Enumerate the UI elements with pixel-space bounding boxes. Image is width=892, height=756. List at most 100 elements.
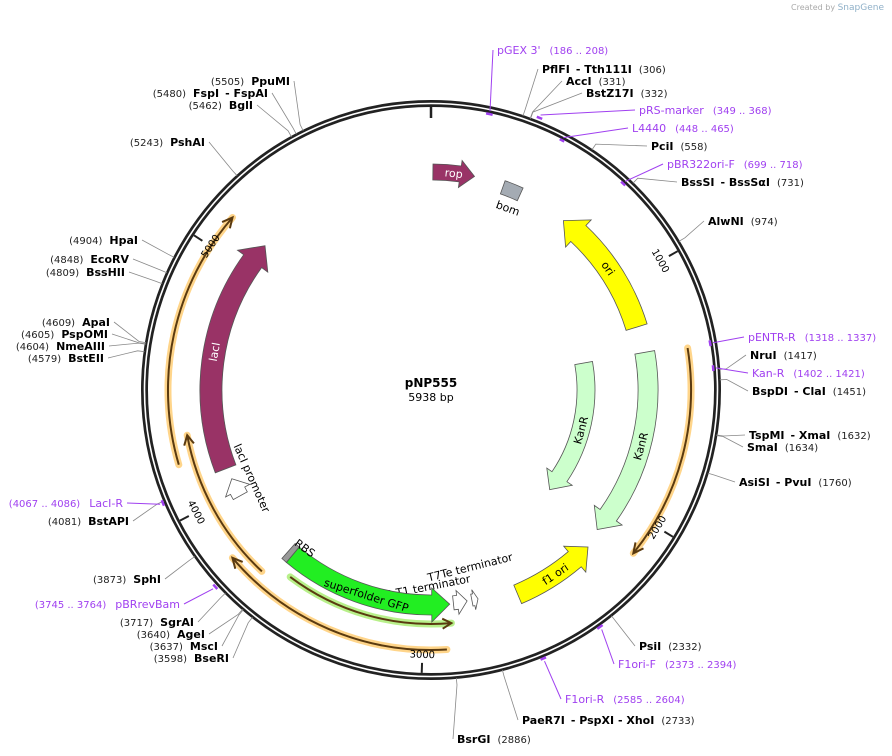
primer-leader-line (716, 367, 749, 374)
enzyme-leader-line (128, 271, 163, 285)
enzyme-site[interactable]: AccI(331) (566, 75, 626, 88)
feature-t7te-terminator[interactable] (470, 589, 479, 610)
enzyme-name: - PvuI (776, 476, 812, 489)
primer-leader-line (489, 49, 494, 112)
backbone-strand-gap (143, 102, 719, 678)
feature-laci-promoter[interactable] (224, 478, 251, 501)
enzyme-site[interactable]: (4605)PspOMI (21, 328, 108, 341)
enzyme-site[interactable]: NruI(1417) (750, 349, 817, 362)
feature-f1-ori[interactable] (513, 545, 589, 605)
enzyme-site[interactable]: (5480)FspI- FspAI (153, 87, 268, 100)
enzyme-leader-line (164, 556, 196, 580)
enzyme-name: BstAPI (88, 515, 129, 528)
enzyme-site[interactable]: (4081)BstAPI (48, 515, 129, 528)
enzyme-site[interactable]: (4579)BstEII (28, 352, 104, 365)
enzyme-leader-line (452, 677, 458, 740)
enzyme-position: (1634) (785, 443, 818, 454)
primer-range: (186 .. 208) (550, 46, 609, 57)
primer-site[interactable]: Kan-R(1402 .. 1421) (752, 367, 865, 380)
tick-mark (179, 515, 190, 522)
primer-mark[interactable] (540, 656, 547, 661)
plasmid-name: pNP555 (405, 376, 457, 390)
enzyme-site[interactable]: BsrGI(2886) (457, 733, 531, 746)
orf-layer (164, 214, 695, 654)
enzyme-site[interactable]: PaeR7I- PspXI - XhoI(2733) (522, 714, 695, 727)
primer-mark[interactable] (536, 115, 543, 121)
primer-mark[interactable] (212, 583, 219, 590)
enzyme-site[interactable]: (3873) SphI (93, 573, 161, 586)
enzyme-site[interactable]: (5243)PshAI (130, 136, 205, 149)
enzyme-name: SphI (133, 573, 161, 586)
enzyme-site[interactable]: (5505)PpuMI (211, 75, 290, 88)
feature-superfolder-gfp[interactable] (285, 546, 451, 623)
primer-site[interactable]: F1ori-R(2585 .. 2604) (565, 693, 685, 706)
primer-site[interactable]: pENTR-R(1318 .. 1337) (748, 331, 876, 344)
primer-site[interactable]: F1ori-F(2373 .. 2394) (618, 658, 736, 671)
enzyme-site[interactable]: TspMI- XmaI(1632) (749, 429, 871, 442)
feature-laci[interactable] (199, 245, 269, 474)
primer-mark[interactable] (708, 340, 712, 347)
primer-site[interactable]: pRS-marker (349 .. 368) (639, 104, 772, 117)
feature-kanr[interactable] (593, 350, 659, 530)
primer-mark[interactable] (160, 499, 166, 507)
enzyme-site[interactable]: (4609)ApaI (42, 316, 110, 329)
primer-leader-line (563, 127, 629, 139)
enzyme-position: (4809) (46, 268, 79, 279)
feature-kanr[interactable] (546, 361, 596, 491)
primer-mark[interactable] (596, 623, 604, 630)
enzyme-site[interactable]: (4809)BssHII (46, 266, 125, 279)
orf-line (167, 216, 234, 465)
primer-mark[interactable] (620, 180, 627, 187)
enzyme-name: EcoRV (90, 253, 129, 266)
enzyme-site[interactable]: BssSI- BssSαI(731) (681, 176, 804, 189)
enzyme-site[interactable]: (3717)SgrAI (120, 616, 194, 629)
enzyme-position: (4848) (50, 255, 83, 266)
primer-name: pRS-marker (639, 104, 704, 117)
enzyme-site[interactable]: (3637)MscI (150, 640, 218, 653)
enzyme-site[interactable]: (5462)BglI (189, 99, 253, 112)
primer-site[interactable]: pGEX 3'(186 .. 208) (497, 44, 608, 57)
enzyme-site[interactable]: AsiSI- PvuI(1760) (739, 476, 852, 489)
enzyme-position: (2332) (668, 642, 701, 653)
primer-site[interactable]: pBR322ori-F(699 .. 718) (667, 158, 803, 171)
enzyme-position: (1632) (837, 431, 870, 442)
orf-line (186, 435, 263, 573)
enzyme-position: (3873) (93, 575, 126, 586)
primer-mark[interactable] (559, 137, 565, 143)
feature-rop[interactable] (432, 159, 476, 189)
enzyme-name: - PspXI - XhoI (571, 714, 654, 727)
feature-rbs[interactable] (281, 542, 300, 563)
enzyme-leader-line (108, 342, 146, 347)
feature-bom[interactable] (499, 180, 524, 202)
primer-leader-line (713, 336, 745, 344)
enzyme-site[interactable]: BspDI- ClaI(1451) (752, 385, 866, 398)
primer-mark[interactable] (711, 365, 715, 372)
enzyme-site[interactable]: SmaI(1634) (747, 441, 818, 454)
enzyme-site[interactable]: AlwNI(974) (708, 215, 778, 228)
enzyme-site[interactable]: PsiI(2332) (639, 640, 702, 653)
enzyme-site[interactable]: (4904)HpaI (69, 234, 138, 247)
enzyme-site[interactable]: (3640)AgeI (137, 628, 205, 641)
enzyme-site[interactable]: (4848) EcoRV (50, 253, 129, 266)
enzyme-name: PshAI (170, 136, 205, 149)
enzyme-site[interactable]: (4604)NmeAIII (16, 340, 105, 353)
feature-ori[interactable] (562, 219, 648, 331)
enzyme-leader-line (678, 220, 705, 242)
enzyme-site[interactable]: PciI(558) (651, 140, 707, 153)
feature-label: lacI promoter (231, 442, 273, 515)
enzyme-position: (1451) (833, 387, 866, 398)
enzyme-leader-line (293, 80, 304, 131)
primer-site[interactable]: (4067 .. 4086)LacI-R (9, 497, 124, 510)
enzyme-position: (4605) (21, 330, 54, 341)
primer-site[interactable]: L4440(448 .. 465) (632, 122, 734, 135)
enzyme-site[interactable]: (3598)BseRI (154, 652, 229, 665)
primer-site[interactable]: (3745 .. 3764)pBRrevBam (35, 598, 180, 611)
feature-rrnb-t1-terminator[interactable] (452, 589, 468, 616)
enzyme-site[interactable]: PflFI- Tth111I(306) (542, 63, 666, 76)
primer-mark[interactable] (485, 112, 493, 117)
enzyme-leader-line (271, 92, 297, 135)
enzyme-site[interactable]: BstZ17I(332) (586, 87, 668, 100)
primer-range: (349 .. 368) (713, 106, 772, 117)
enzyme-name: - FspAI (225, 87, 268, 100)
